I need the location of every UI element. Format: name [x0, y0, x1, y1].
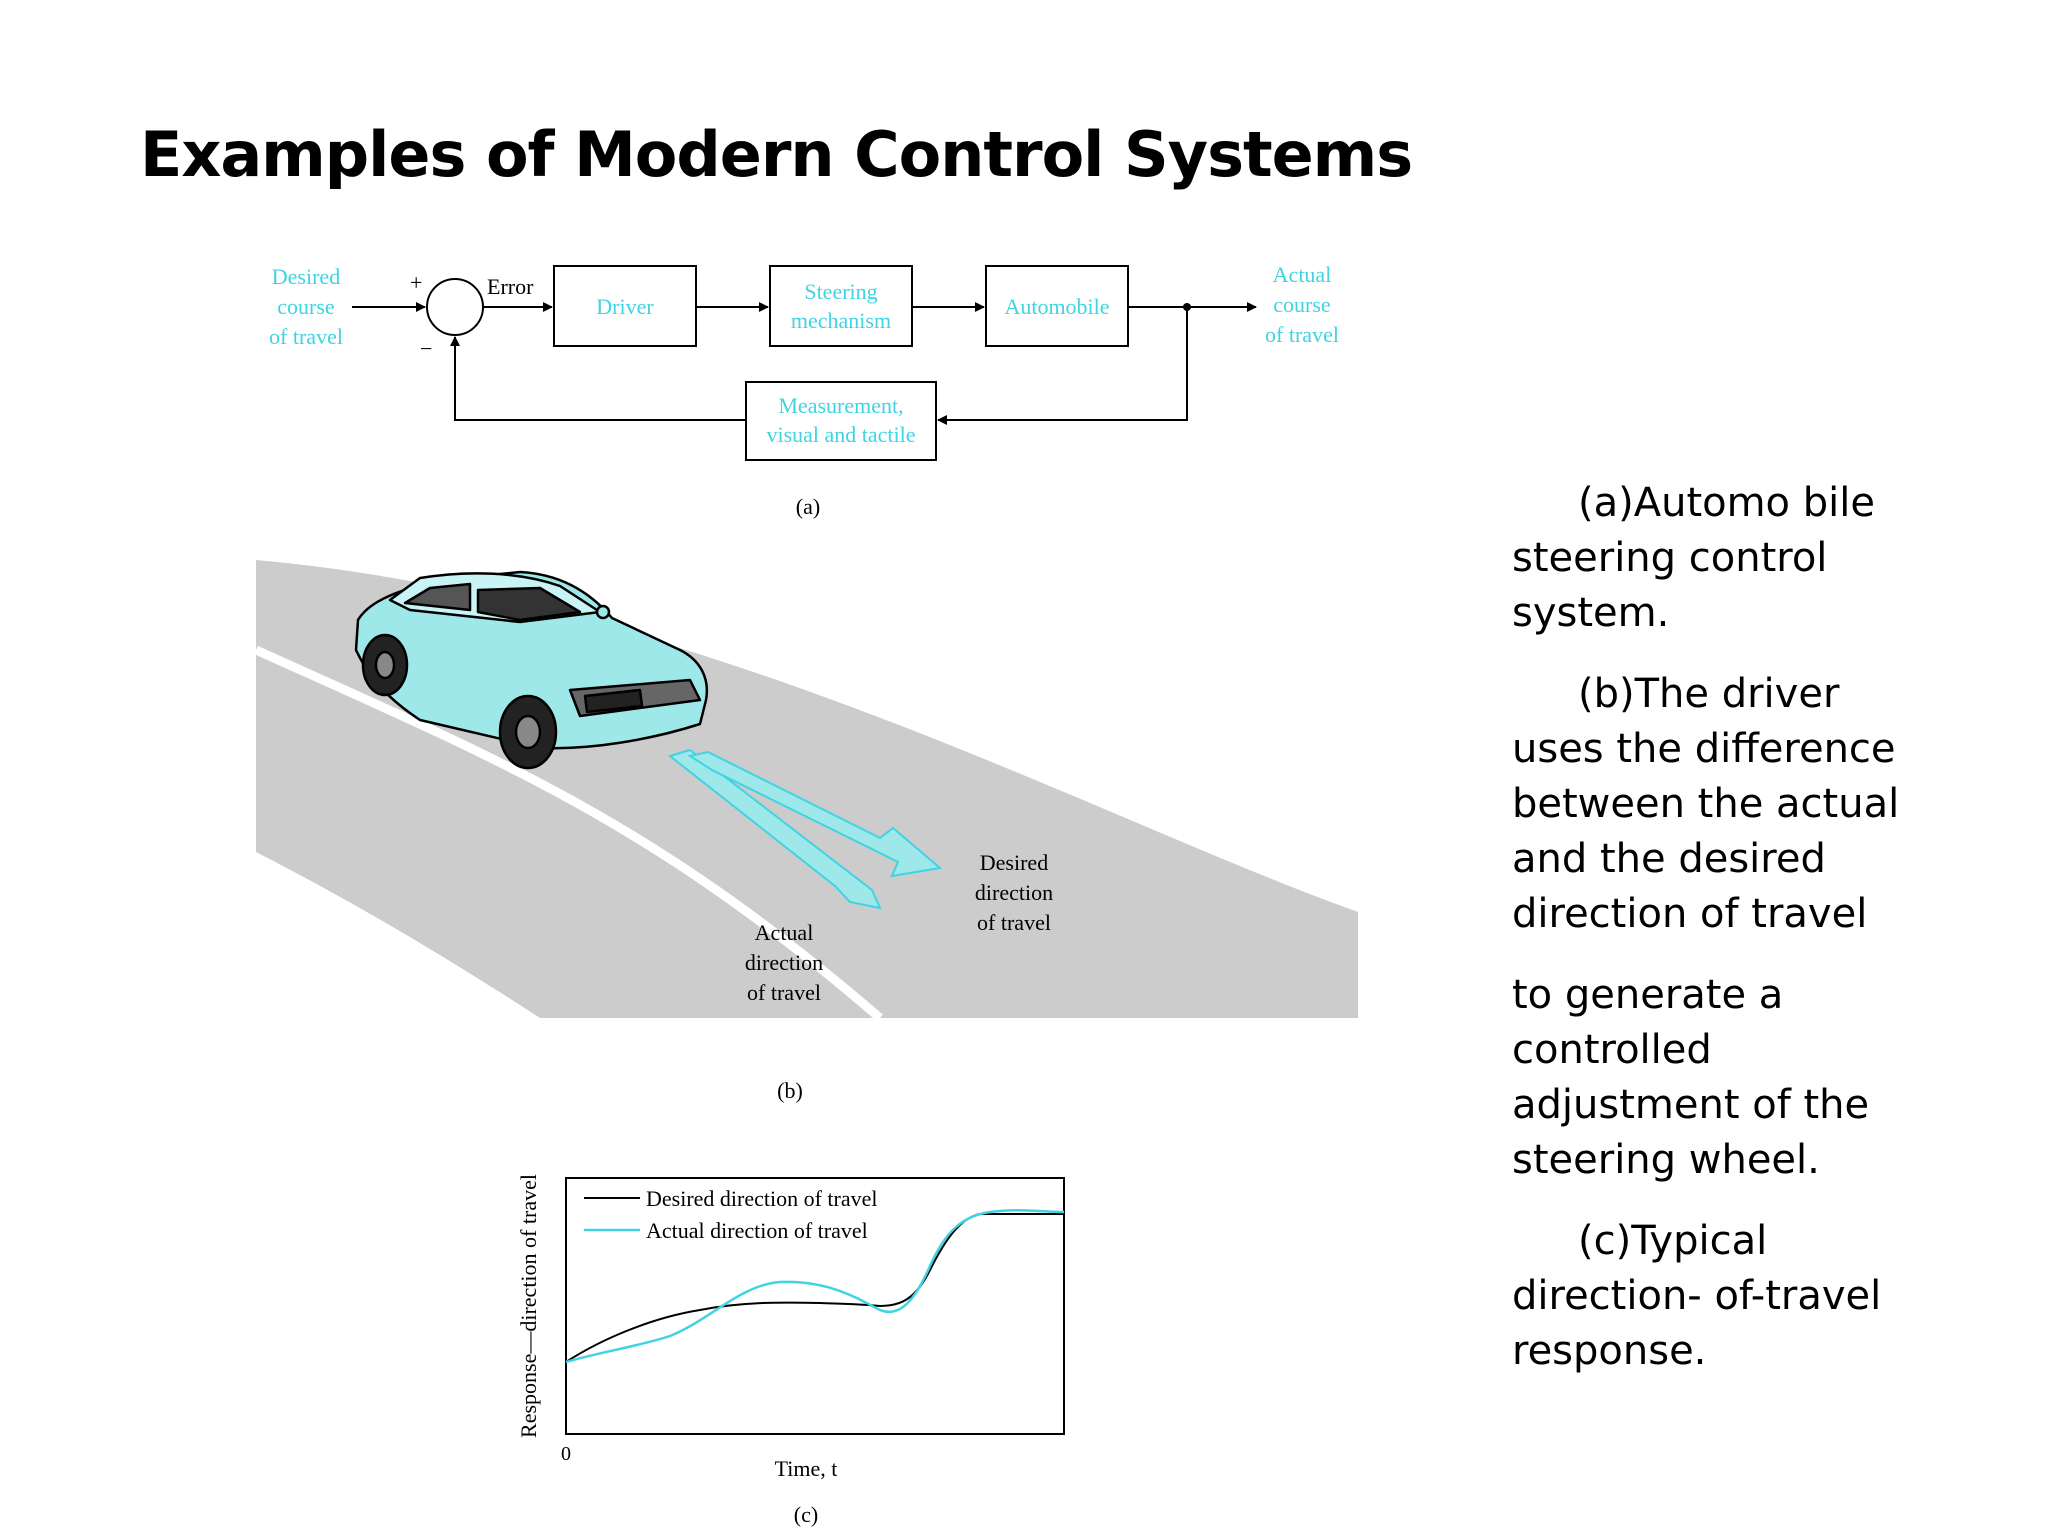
automobile-label: Automobile: [1004, 294, 1109, 319]
svg-text:of travel: of travel: [977, 910, 1051, 935]
steering-label-1: Steering: [804, 279, 877, 304]
legend-actual: Actual direction of travel: [646, 1218, 868, 1243]
svg-text:of travel: of travel: [747, 980, 821, 1005]
steering-label-2: mechanism: [791, 308, 891, 333]
block-diagram: Desired course of travel + − Error Drive…: [269, 262, 1339, 519]
panel-label-c: (c): [794, 1502, 818, 1527]
desired-direction-label: Desired direction of travel: [975, 850, 1053, 935]
plot-frame: [565, 1177, 1065, 1435]
y-axis-label: Response—direction of travel: [516, 1174, 541, 1438]
caption-b: (b)The driver uses the difference betwee…: [1512, 671, 1900, 937]
error-label: Error: [487, 274, 534, 299]
road-scene: Desired direction of travel Actual direc…: [254, 560, 1358, 1103]
control-system-figure: Desired course of travel + − Error Drive…: [254, 262, 1358, 1527]
x-origin-label: 0: [561, 1443, 571, 1465]
lane-line: [254, 645, 883, 1022]
measurement-label-1: Measurement,: [778, 393, 903, 418]
steering-block: [769, 265, 913, 347]
output-label: Actual course of travel: [1265, 262, 1339, 347]
actual-direction-label: Actual direction of travel: [745, 920, 823, 1005]
panel-label-a: (a): [796, 494, 820, 519]
response-plot: Desired direction of travel Actual direc…: [516, 1174, 1065, 1527]
desired-curve: [565, 1213, 1064, 1363]
svg-text:direction: direction: [745, 950, 823, 975]
slide-title: Examples of Modern Control Systems: [140, 118, 1413, 191]
x-axis-label: Time, t: [775, 1456, 838, 1481]
input-label: Desired course of travel: [269, 264, 343, 349]
car-illustration: [354, 570, 709, 770]
plus-sign: +: [410, 270, 422, 295]
caption-a: (a)Automo bile steering control system.: [1512, 480, 1875, 636]
desired-direction-arrow: [687, 750, 943, 878]
automobile-block: [985, 265, 1129, 347]
panel-label-b: (b): [777, 1078, 803, 1103]
caption: (a)Automo bile steering control system. …: [1512, 476, 1932, 1405]
actual-curve: [565, 1208, 1065, 1364]
driver-label: Driver: [596, 294, 654, 319]
driver-block: [553, 265, 697, 347]
svg-text:course: course: [277, 294, 334, 319]
svg-text:course: course: [1273, 292, 1330, 317]
svg-text:Desired: Desired: [272, 264, 340, 289]
actual-direction-arrow: [667, 748, 882, 910]
legend-desired: Desired direction of travel: [646, 1186, 878, 1211]
svg-text:Actual: Actual: [755, 920, 814, 945]
svg-text:of travel: of travel: [1265, 322, 1339, 347]
caption-c: (c)Typical direction- of-travel response…: [1512, 1218, 1882, 1374]
minus-sign: −: [420, 336, 432, 361]
measurement-label-2: visual and tactile: [766, 422, 915, 447]
svg-text:Desired: Desired: [980, 850, 1048, 875]
svg-text:Actual: Actual: [1273, 262, 1332, 287]
svg-text:of travel: of travel: [269, 324, 343, 349]
summing-junction: [426, 278, 484, 336]
caption-b-continued: to generate a controlled adjustment of t…: [1512, 972, 1870, 1183]
svg-text:direction: direction: [975, 880, 1053, 905]
